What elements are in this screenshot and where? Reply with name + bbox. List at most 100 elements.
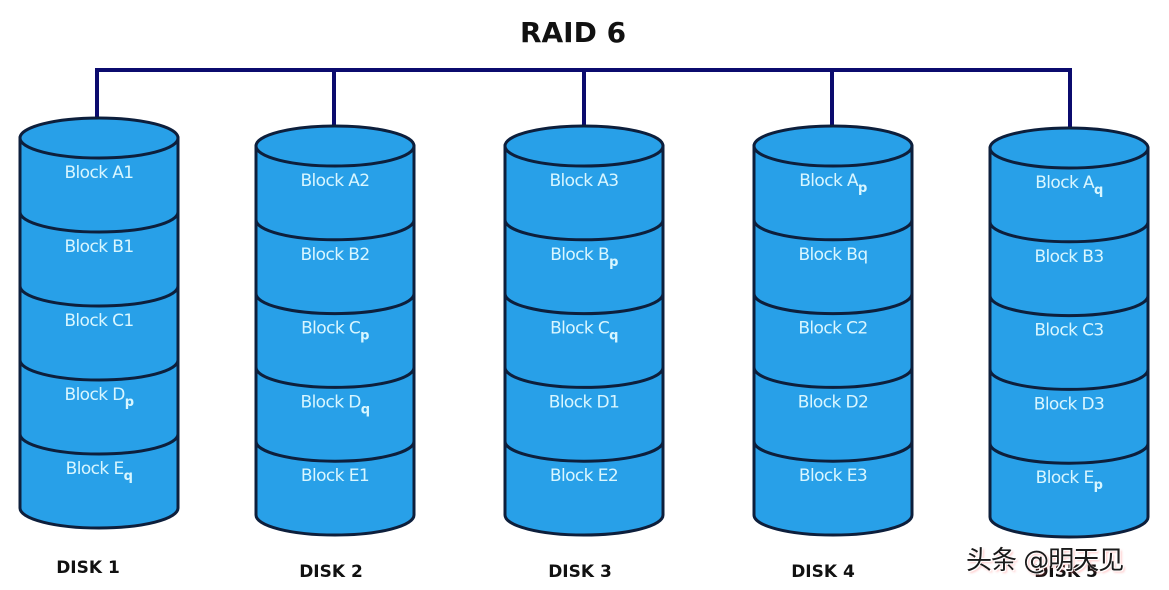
block-name: Block B2 <box>300 245 369 265</box>
block-label: Block E1 <box>301 466 369 486</box>
disk-label: DISK 2 <box>299 562 363 582</box>
block-label: Block E3 <box>799 466 867 486</box>
block-label: Block Ep <box>1036 468 1103 493</box>
block-label: Block A1 <box>64 163 133 183</box>
block-divider <box>988 295 1150 318</box>
block-divider <box>254 293 416 316</box>
block-name: Block A1 <box>64 163 133 183</box>
block-label: Block A3 <box>549 171 618 191</box>
block-name: Block C <box>550 319 609 339</box>
block-name: Block Bq <box>798 245 867 265</box>
block-label: Block Cp <box>301 319 369 344</box>
disk-top <box>254 124 416 168</box>
block-divider <box>18 211 180 234</box>
block-name: Block D2 <box>798 392 869 412</box>
disk-label: DISK 4 <box>791 562 855 582</box>
block-name: Block E <box>1036 468 1094 488</box>
block-divider <box>988 442 1150 465</box>
block-label: Block A2 <box>300 171 369 191</box>
block-label: Block Cq <box>550 319 618 344</box>
block-parity-subscript: q <box>361 402 370 417</box>
block-divider <box>18 359 180 382</box>
block-label: Block C1 <box>64 311 133 331</box>
block-label: Block Ap <box>799 171 867 196</box>
block-label: Block B3 <box>1034 247 1103 267</box>
block-divider <box>503 219 665 242</box>
block-name: Block A3 <box>549 171 618 191</box>
block-parity-subscript: q <box>124 469 133 484</box>
block-label: Block B2 <box>300 245 369 265</box>
block-divider <box>752 293 914 316</box>
block-name: Block B <box>550 245 609 265</box>
disk-label: DISK 5 <box>1034 562 1098 582</box>
block-name: Block C <box>301 319 360 339</box>
disk-1: Block A1 Block B1 Block C1 Block Dp Block Eq… <box>18 116 180 578</box>
disk-top <box>18 116 180 160</box>
block-divider <box>503 367 665 389</box>
block-label: Block D3 <box>1034 394 1105 414</box>
block-name: Block A2 <box>300 171 369 191</box>
bus-connector <box>95 68 1072 130</box>
block-name: Block E3 <box>799 466 867 486</box>
block-name: Block D1 <box>549 392 620 412</box>
block-name: Block E1 <box>301 466 369 486</box>
block-label: Block Eq <box>66 459 133 484</box>
block-divider <box>752 440 914 463</box>
block-label: Block B1 <box>64 237 133 257</box>
block-divider <box>254 219 416 242</box>
block-divider <box>503 293 665 316</box>
block-divider <box>18 433 180 456</box>
block-name: Block B1 <box>64 237 133 257</box>
disk-top <box>503 124 665 168</box>
block-divider <box>988 369 1150 391</box>
block-name: Block C1 <box>64 311 133 331</box>
block-name: Block A <box>799 171 859 191</box>
block-parity-subscript: p <box>125 395 134 410</box>
disk-body <box>254 144 416 537</box>
block-label: Block Bp <box>550 245 618 270</box>
block-label: Block C3 <box>1034 321 1103 341</box>
disk-top <box>988 126 1150 170</box>
block-divider <box>254 440 416 463</box>
block-label: Block C2 <box>798 319 867 339</box>
block-divider <box>18 285 180 308</box>
block-name: Block E2 <box>550 466 618 486</box>
block-divider <box>254 367 416 389</box>
block-divider <box>988 221 1150 244</box>
block-parity-subscript: p <box>360 329 369 344</box>
block-parity-subscript: p <box>609 255 618 270</box>
block-label: Block Dp <box>65 385 134 410</box>
block-name: Block C3 <box>1034 321 1103 341</box>
block-parity-subscript: q <box>609 329 618 344</box>
disk-top <box>752 124 914 168</box>
block-name: Block E <box>66 459 124 479</box>
block-name: Block C2 <box>798 319 867 339</box>
disk-body <box>988 146 1150 539</box>
block-parity-subscript: q <box>1094 183 1103 198</box>
disk-label: DISK 1 <box>56 558 120 578</box>
block-divider <box>503 440 665 463</box>
disk-body <box>752 144 914 537</box>
diagram-title: RAID 6 <box>520 16 626 49</box>
block-divider <box>752 367 914 389</box>
block-divider <box>752 219 914 242</box>
block-label: Block Dq <box>301 392 370 417</box>
watermark-text: 头条 @明天见 <box>966 546 1124 576</box>
block-name: Block D3 <box>1034 394 1105 414</box>
disk-label: DISK 3 <box>548 562 612 582</box>
block-parity-subscript: p <box>1094 478 1103 493</box>
block-label: Block Bq <box>798 245 867 265</box>
block-parity-subscript: p <box>858 181 867 196</box>
block-label: Block E2 <box>550 466 618 486</box>
block-label: Block Aq <box>1035 173 1103 198</box>
disk-body <box>503 144 665 537</box>
block-name: Block D <box>301 392 362 412</box>
block-name: Block A <box>1035 173 1095 193</box>
block-name: Block B3 <box>1034 247 1103 267</box>
block-label: Block D2 <box>798 392 869 412</box>
